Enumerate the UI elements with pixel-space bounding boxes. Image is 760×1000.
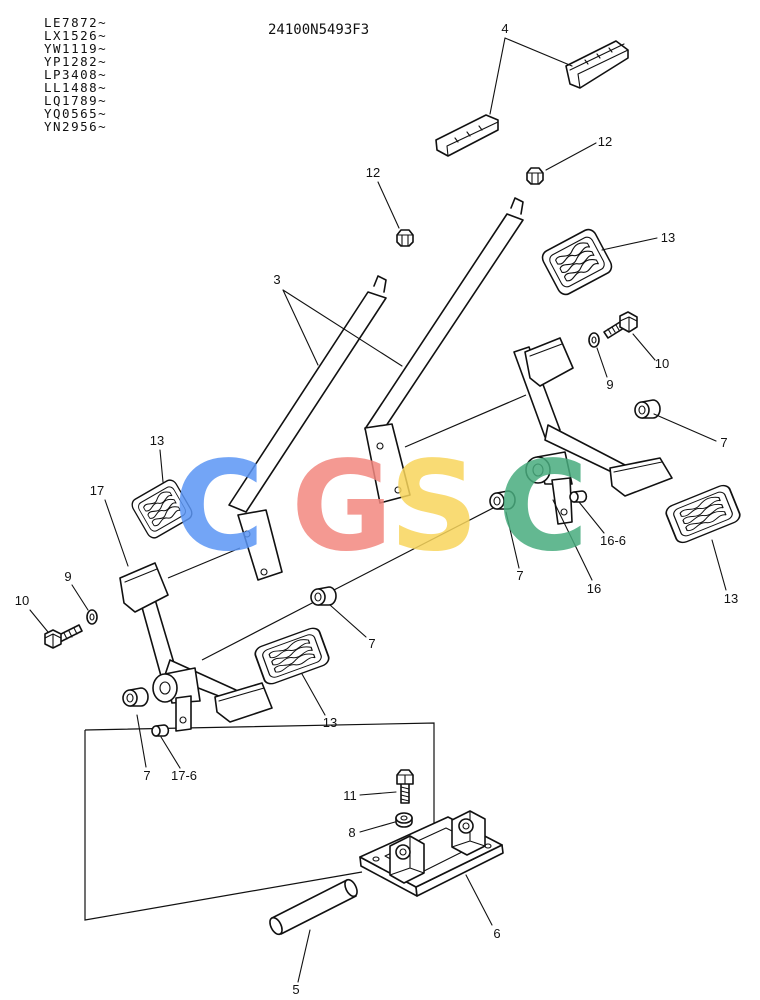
bolt-left (44, 624, 83, 649)
serial-number: YW1119~ (44, 41, 107, 56)
washer-left (86, 609, 98, 625)
callout-12-left: 12 (366, 165, 380, 180)
callout-3: 3 (273, 272, 280, 287)
callout-7-mid-right: 7 (516, 568, 523, 583)
serial-number: LE7872~ (44, 15, 107, 30)
callout-12-right: 12 (598, 134, 612, 149)
bolt-right (603, 311, 638, 339)
watermark-letter-g: G (291, 435, 393, 579)
serial-number: LL1488~ (44, 80, 107, 95)
pedal-arm-left (119, 562, 273, 732)
pivot-pin (269, 878, 358, 936)
callout-13-bottom-mid: 13 (323, 715, 337, 730)
serial-number: LP3408~ (44, 67, 107, 82)
pedal-bracket (359, 810, 504, 897)
step-pad-bottom-mid (252, 625, 332, 687)
bolt-bracket (396, 769, 414, 804)
nut-left (396, 229, 414, 247)
drawing-number: 24100N5493F3 (268, 22, 369, 38)
callout-16-6: 16-6 (600, 533, 626, 548)
callout-17: 17 (90, 483, 104, 498)
bushing-mid-left (310, 586, 337, 606)
pedal-rubber-upper (565, 40, 629, 89)
callout-10-right: 10 (655, 356, 669, 371)
callout-16: 16 (587, 581, 601, 596)
callout-labels: 4 12 12 13 3 10 9 7 13 17 16-6 7 16 9 13… (15, 21, 738, 997)
assembly-frame-lines (84, 394, 527, 921)
serial-number: YN2956~ (44, 119, 107, 134)
washer-right (588, 332, 600, 348)
bushing-left (122, 687, 149, 707)
washer-bracket (395, 812, 413, 828)
watermark-logo: C G S C (173, 435, 588, 579)
callout-10-left: 10 (15, 593, 29, 608)
pedal-rod-left (228, 275, 387, 581)
callout-17-6: 17-6 (171, 768, 197, 783)
step-pad-bottom-right (663, 482, 743, 546)
serial-number: YP1282~ (44, 54, 107, 69)
callout-4: 4 (501, 21, 508, 36)
leader-lines (29, 37, 727, 983)
callout-13-left: 13 (150, 433, 164, 448)
nut-right (526, 167, 544, 185)
callout-13-bottom-right: 13 (724, 591, 738, 606)
callout-5: 5 (292, 982, 299, 997)
callout-6: 6 (493, 926, 500, 941)
pedal-rod-right (364, 197, 524, 504)
pedal-rubber-lower (435, 114, 499, 157)
callout-9-left: 9 (64, 569, 71, 584)
pin-17-6 (151, 724, 170, 737)
callout-7-left: 7 (143, 768, 150, 783)
serial-number: YQ0565~ (44, 106, 107, 121)
serial-number: LQ1789~ (44, 93, 107, 108)
watermark-letter-s: S (389, 435, 478, 579)
watermark-letter-c-second: C (497, 435, 588, 579)
watermark-letter-c: C (173, 435, 264, 579)
callout-11: 11 (343, 788, 357, 803)
serial-number: LX1526~ (44, 28, 107, 43)
callout-7-right: 7 (720, 435, 727, 450)
serial-number-list: LE7872~ LX1526~ YW1119~ YP1282~ LP3408~ … (44, 15, 107, 134)
callout-9-right: 9 (606, 377, 613, 392)
callout-13-top-right: 13 (661, 230, 675, 245)
callout-7-mid-left: 7 (368, 636, 375, 651)
pedal-arm-right (513, 337, 673, 525)
callout-8: 8 (348, 825, 355, 840)
step-pad-top-right (538, 226, 616, 298)
